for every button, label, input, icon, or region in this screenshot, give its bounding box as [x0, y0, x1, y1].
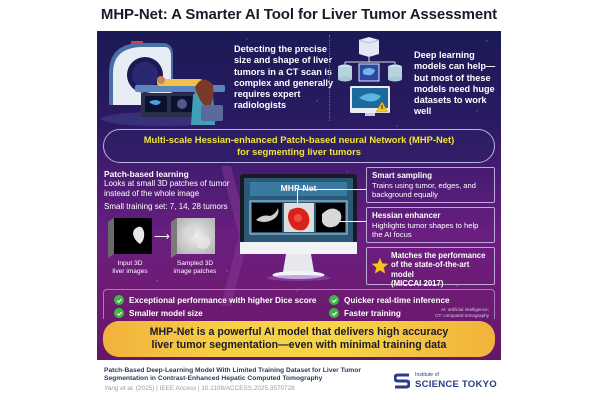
paper-authors: Yang et al.: [104, 385, 135, 392]
sampled-patches-label: Sampled 3D image patches: [165, 260, 225, 276]
matches-performance-box: Matches the performance of the state-of-…: [366, 247, 495, 289]
matches-line-1: Matches the performance: [391, 251, 486, 260]
banner-line-2: for segmenting liver tumors: [237, 146, 361, 157]
banner-line-1: Multi-scale Hessian-enhanced Patch-based…: [143, 134, 455, 145]
check-icon: [329, 295, 339, 305]
check-icon: [329, 308, 339, 318]
infographic-title: MHP-Net: A Smarter AI Tool for Liver Tum…: [100, 6, 498, 23]
mhp-net-banner: Multi-scale Hessian-enhanced Patch-based…: [103, 129, 495, 163]
input-liver-cube-icon: [108, 218, 152, 258]
connector-line: [297, 189, 366, 190]
abbreviations-note: AI: artificial intelligence; CT: compute…: [435, 307, 489, 318]
smart-sampling-title: Smart sampling: [372, 171, 433, 180]
benefit-label: Smaller model size: [129, 308, 203, 318]
arrow-right-icon: ⟶: [154, 231, 170, 243]
ct-scanner-illustration: [101, 41, 225, 126]
paper-meta: (2025) | IEEE Access | 10.1109/ACCESS.20…: [135, 385, 295, 392]
hessian-enhancer-box: Hessian enhancer Highlights tumor shapes…: [366, 207, 495, 243]
deep-learning-problem-text: Deep learning models can help—but most o…: [414, 50, 496, 117]
deep-learning-illustration: [338, 37, 402, 116]
smart-sampling-box: Smart sampling Trains using tumor, edges…: [366, 167, 495, 203]
science-tokyo-logo: Institute of SCIENCE TOKYO: [394, 371, 504, 393]
patch-label-line-2: image patches: [173, 268, 217, 275]
monitor-illustration: [240, 174, 357, 281]
input-images-label: Input 3D liver images: [100, 260, 160, 276]
conclusion-line-1: MHP-Net is a powerful AI model that deli…: [149, 326, 449, 338]
benefits-list: Exceptional performance with higher Dice…: [103, 289, 495, 319]
check-icon: [114, 295, 124, 305]
patch-learning-description: Looks at small 3D patches of tumor inste…: [104, 179, 230, 198]
paper-title-link[interactable]: Patch-Based Deep-Learning Model With Lim…: [104, 367, 361, 383]
monitor-title: MHP-Net: [280, 183, 317, 193]
benefit-label: Quicker real-time inference: [344, 295, 450, 305]
patch-label-line-1: Sampled 3D: [176, 260, 214, 267]
check-icon: [114, 308, 124, 318]
benefit-item: Smaller model size: [114, 308, 203, 318]
input-label-line-1: Input 3D: [117, 260, 143, 267]
smart-sampling-description: Trains using tumor, edges, and backgroun…: [372, 181, 476, 200]
mhp-net-monitor: MHP-Net: [240, 174, 357, 284]
logo-name: SCIENCE TOKYO: [415, 379, 497, 390]
conclusion-banner: MHP-Net is a powerful AI model that deli…: [103, 321, 495, 357]
benefit-item: Exceptional performance with higher Dice…: [114, 295, 316, 305]
logo-subtitle: Institute of: [415, 372, 439, 378]
benefit-label: Exceptional performance with higher Dice…: [129, 295, 317, 305]
conclusion-line-2: liver tumor segmentation—even with minim…: [151, 339, 447, 351]
star-icon: [371, 257, 389, 274]
training-set-text: Small training set: 7, 14, 28 tumors: [104, 202, 228, 211]
sampled-patch-cube-icon: [171, 218, 215, 258]
connector-line: [340, 221, 366, 222]
abbrev-line-2: CT: computed tomography: [435, 312, 489, 318]
paper-citation: Yang et al. (2025) | IEEE Access | 10.11…: [104, 385, 295, 392]
matches-line-2: of the state-of-the-art model: [391, 260, 470, 279]
abbrev-line-1: AI: artificial intelligence;: [440, 307, 489, 312]
infographic-panel: Detecting the precise size and shape of …: [97, 31, 501, 360]
input-label-line-2: liver images: [112, 268, 148, 275]
matches-line-3: (MICCAI 2017): [391, 279, 444, 289]
hessian-enhancer-title: Hessian enhancer: [372, 211, 441, 220]
connector-line: [297, 189, 298, 203]
patch-learning-title: Patch-based learning: [104, 169, 189, 179]
science-tokyo-logo-mark-icon: [394, 373, 410, 389]
benefit-label: Faster training: [344, 308, 401, 318]
ct-problem-text: Detecting the precise size and shape of …: [234, 44, 334, 111]
section-divider: [329, 35, 330, 121]
benefit-item: Quicker real-time inference: [329, 295, 450, 305]
hessian-enhancer-description: Highlights tumor shapes to help the AI f…: [372, 221, 479, 240]
benefit-item: Faster training: [329, 308, 401, 318]
